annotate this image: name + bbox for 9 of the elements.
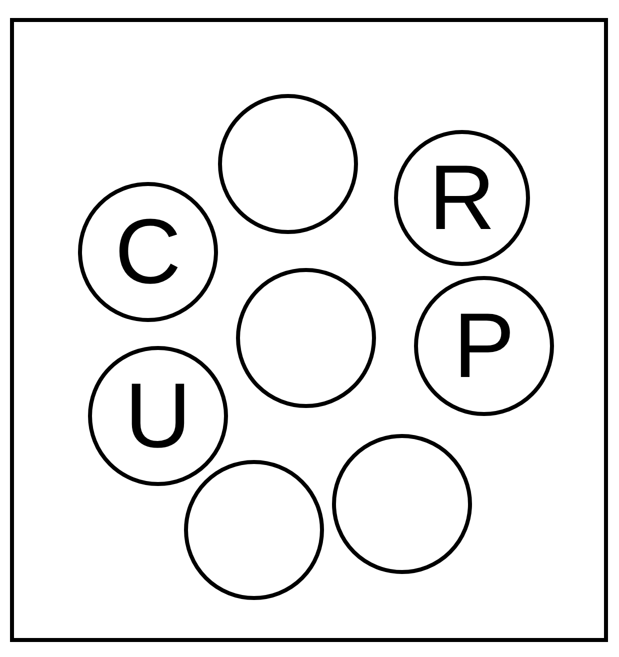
letter-circle: U bbox=[88, 346, 228, 486]
empty-circle bbox=[218, 94, 358, 234]
empty-circle bbox=[332, 434, 472, 574]
empty-circle bbox=[236, 268, 376, 408]
frame-box bbox=[10, 18, 608, 642]
empty-circle bbox=[184, 460, 324, 600]
letter-circle: C bbox=[78, 182, 218, 322]
letter-circle: P bbox=[414, 276, 554, 416]
letter-circle: R bbox=[394, 130, 530, 266]
